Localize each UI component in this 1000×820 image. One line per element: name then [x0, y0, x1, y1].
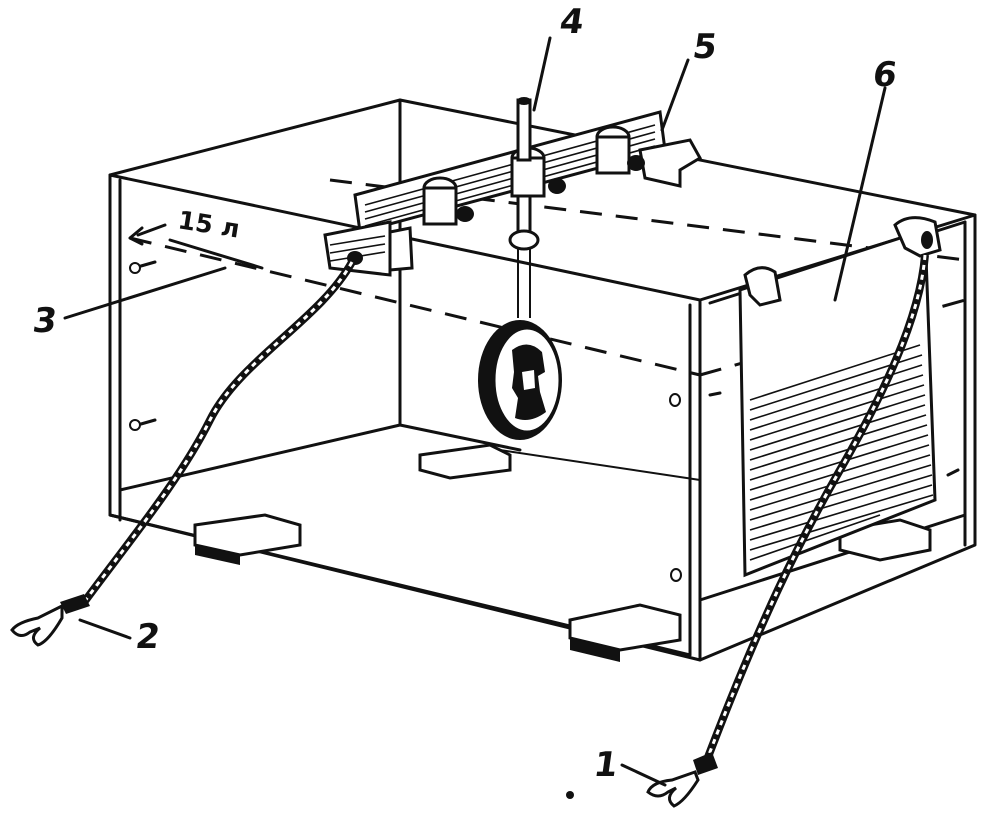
wire-2: [10, 251, 363, 647]
leader-lines: [63, 36, 887, 787]
speck: [566, 791, 574, 799]
panel-screws: [129, 260, 960, 582]
callout-2: 2: [133, 617, 163, 657]
support-feet: [193, 443, 932, 662]
callout-6: 6: [870, 55, 900, 95]
medallion-workpiece: [478, 320, 562, 440]
electrode-plate: [738, 216, 942, 578]
callout-4: 4: [557, 2, 587, 42]
cathode-rod: [508, 97, 540, 318]
wire-1: [646, 231, 933, 808]
anode-rail: [323, 110, 703, 277]
callout-3: 3: [30, 301, 60, 341]
callout-5: 5: [690, 27, 720, 67]
callout-1: 1: [591, 745, 621, 785]
